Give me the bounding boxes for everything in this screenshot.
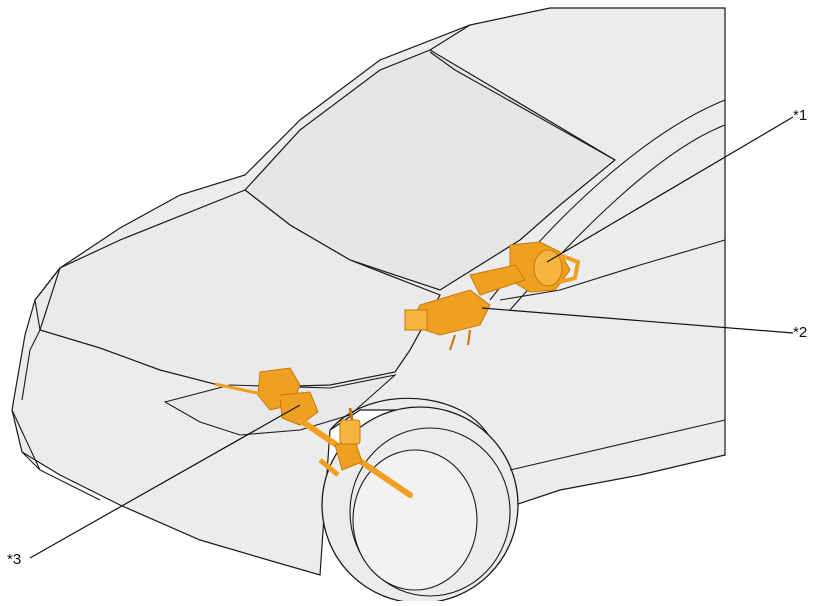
callout-label-3: *3: [7, 552, 21, 567]
callout-label-1: *1: [793, 108, 807, 123]
callout-label-2: *2: [793, 325, 807, 340]
